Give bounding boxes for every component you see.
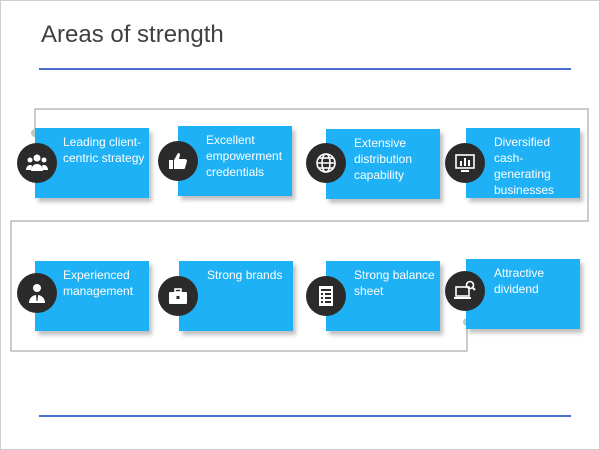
card-label: Attractive dividend <box>494 266 545 296</box>
bottom-divider <box>39 415 571 417</box>
strength-card-dividend: Attractive dividend <box>466 259 580 329</box>
globe-icon <box>306 143 346 183</box>
businessman-icon <box>17 273 57 313</box>
card-label: Diversified cash-generating businesses <box>494 135 555 197</box>
briefcase-icon <box>158 276 198 316</box>
card-label: Excellent empowerment credentials <box>206 133 283 179</box>
card-label: Strong balance sheet <box>354 268 435 298</box>
ledger-icon <box>306 276 346 316</box>
people-icon <box>17 143 57 183</box>
strength-card-cash-generating: Diversified cash-generating businesses <box>466 128 580 198</box>
thumbs-up-icon <box>158 141 198 181</box>
top-divider <box>39 68 571 70</box>
card-label: Experienced management <box>63 268 134 298</box>
laptop-search-icon <box>445 271 485 311</box>
card-label: Extensive distribution capability <box>354 136 413 182</box>
card-label: Leading client-centric strategy <box>63 135 145 165</box>
strength-card-brands: Strong brands <box>179 261 293 331</box>
bar-chart-monitor-icon <box>445 143 485 183</box>
strength-card-empowerment: Excellent empowerment credentials <box>178 126 292 196</box>
slide-title: Areas of strength <box>41 21 224 48</box>
card-label: Strong brands <box>207 268 283 282</box>
